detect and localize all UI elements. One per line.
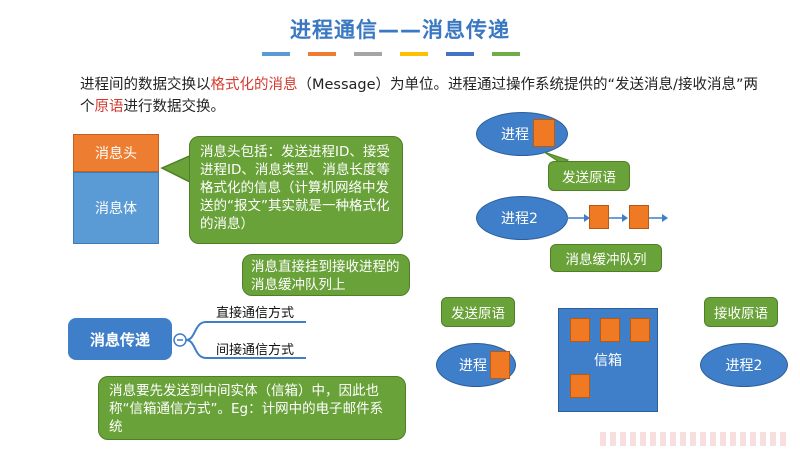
title-underline-1 xyxy=(262,52,290,56)
process-2-label: 进程2 xyxy=(501,211,538,227)
page-title: 进程通信——消息传递 xyxy=(290,18,510,42)
direct-note-callout: 消息直接挂到接收进程的消息缓冲队列上 xyxy=(242,254,410,296)
intro-text-1: 进程间的数据交换以 xyxy=(80,77,211,93)
process-node-2: 进程2 xyxy=(476,196,568,240)
intro-text-2: （Message）为单位。进程通过操作系统提供的“发送消息/接收消息”两个 xyxy=(80,77,758,115)
receive-primitive-label: 接收原语 xyxy=(704,297,778,327)
send-primitive-label: 发送原语 xyxy=(548,161,630,191)
title-underline-3 xyxy=(354,52,382,56)
indirect-note-text: 消息要先发送到中间实体（信箱）中，因此也称“信箱通信方式”。Eg：计网中的电子邮… xyxy=(109,383,384,435)
mindmap-root[interactable]: 消息传递 xyxy=(68,318,172,360)
intro-highlight-formatted-message: 格式化的消息 xyxy=(210,77,298,93)
mailbox-message-3 xyxy=(630,318,650,342)
mailbox-message-1 xyxy=(570,318,590,342)
queued-message-1 xyxy=(589,205,609,229)
indirect-send-primitive-label: 发送原语 xyxy=(441,297,515,327)
title-underline-6 xyxy=(492,52,520,56)
indirect-process-node-2: 进程2 xyxy=(700,343,788,387)
mailbox-label: 信箱 xyxy=(594,353,622,369)
mailbox-message-2 xyxy=(600,318,620,342)
queue-arrows xyxy=(566,214,668,222)
intro-highlight-primitive: 原语 xyxy=(94,99,124,115)
message-body-box: 消息体 xyxy=(73,172,159,244)
indirect-message-block xyxy=(490,351,510,379)
process-1-label: 进程 xyxy=(501,127,529,143)
message-head-note: 消息头包括：发送进程ID、接受进程ID、消息类型、消息长度等格式化的信息（计算机… xyxy=(200,144,390,232)
message-body-label: 消息体 xyxy=(95,201,137,217)
title-underline-4 xyxy=(400,52,428,56)
message-head-label: 消息头 xyxy=(95,146,137,162)
branch-direct-communication[interactable]: 直接通信方式 xyxy=(216,306,295,321)
intro-text-3: 进行数据交换。 xyxy=(123,99,226,115)
message-block xyxy=(533,119,555,147)
direct-note-text: 消息直接挂到接收进程的消息缓冲队列上 xyxy=(251,259,400,293)
mindmap-connectors xyxy=(173,321,306,359)
title-underline-5 xyxy=(446,52,474,56)
message-head-callout: 消息头包括：发送进程ID、接受进程ID、消息类型、消息长度等格式化的信息（计算机… xyxy=(189,136,403,244)
title-underline-2 xyxy=(308,52,336,56)
queued-message-2 xyxy=(629,205,649,229)
message-queue-label: 消息缓冲队列 xyxy=(550,244,662,272)
intro-paragraph: 进程间的数据交换以格式化的消息（Message）为单位。进程通过操作系统提供的“… xyxy=(80,74,770,118)
mailbox-message-4 xyxy=(570,374,590,398)
branch-indirect-communication[interactable]: 间接通信方式 xyxy=(216,343,295,358)
mindmap-root-label: 消息传递 xyxy=(89,330,150,349)
message-head-box: 消息头 xyxy=(73,134,159,172)
watermark xyxy=(600,432,790,446)
indirect-note-callout: 消息要先发送到中间实体（信箱）中，因此也称“信箱通信方式”。Eg：计网中的电子邮… xyxy=(98,376,406,440)
indirect-process-node-1: 进程 xyxy=(436,343,516,387)
